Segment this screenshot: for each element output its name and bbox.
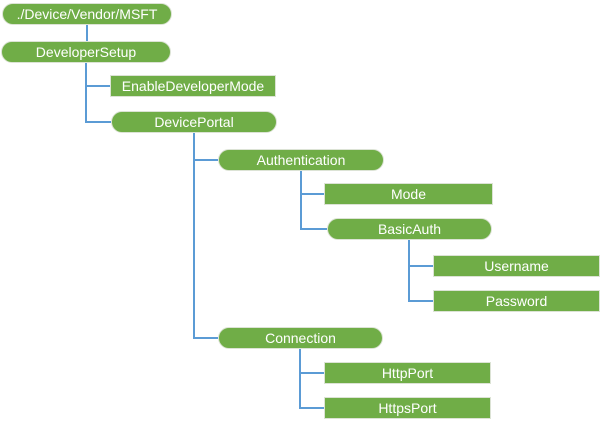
tree-node-mode: Mode: [324, 183, 493, 205]
tree-node-authentication: Authentication: [218, 149, 384, 171]
tree-node-enabledevelopermode: EnableDeveloperMode: [110, 75, 276, 97]
connector-trunk-developersetup: [85, 63, 87, 123]
tree-node-httpsport: HttpsPort: [324, 397, 491, 419]
connector-trunk-connection: [299, 349, 301, 409]
tree-node-username: Username: [433, 255, 600, 277]
connector-trunk-authentication: [300, 171, 302, 230]
tree-node-password: Password: [433, 290, 600, 312]
connector-connection-httpport: [299, 372, 324, 374]
tree-node-httpport: HttpPort: [324, 362, 491, 384]
connector-developersetup-enabledevelopermode: [85, 85, 110, 87]
connector-msft-developersetup: [86, 25, 88, 41]
tree-node-developersetup: DeveloperSetup: [1, 41, 171, 63]
connector-basicauth-password: [408, 300, 433, 302]
connector-deviceportal-connection: [193, 337, 218, 339]
tree-node-msft: ./Device/Vendor/MSFT: [2, 3, 172, 25]
connector-trunk-deviceportal: [193, 133, 195, 339]
connector-deviceportal-authentication: [193, 159, 218, 161]
tree-node-basicauth: BasicAuth: [327, 218, 492, 240]
tree-node-deviceportal: DevicePortal: [111, 111, 277, 133]
connector-developersetup-deviceportal: [85, 121, 111, 123]
tree-node-connection: Connection: [218, 327, 383, 349]
connector-authentication-basicauth: [300, 228, 327, 230]
connector-basicauth-username: [408, 265, 433, 267]
connector-authentication-mode: [300, 193, 324, 195]
connector-trunk-basicauth: [408, 240, 410, 302]
connector-connection-httpsport: [299, 407, 324, 409]
